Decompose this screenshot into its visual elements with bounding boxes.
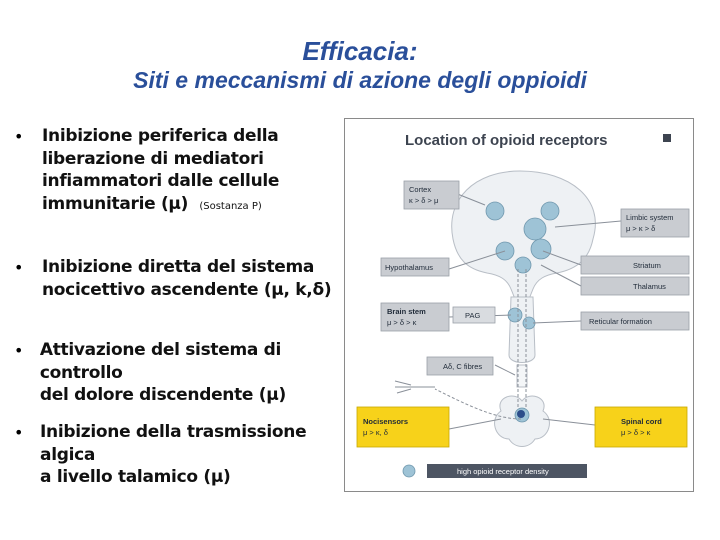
hypothalamus-label: Hypothalamus bbox=[385, 263, 433, 272]
receptor-diagram: Location of opioid receptors bbox=[356, 132, 690, 478]
bullet-item: • Inibizione della trasmissione algica a… bbox=[14, 421, 344, 489]
bullet-text: Inibizione diretta del sistema nocicetti… bbox=[42, 257, 332, 300]
bullet-item: • Inibizione periferica della liberazion… bbox=[14, 125, 344, 218]
bullet-item: • Attivazione del sistema di controllo d… bbox=[14, 339, 344, 407]
thalamus-label: Thalamus bbox=[633, 282, 666, 291]
title-line-2: Siti e meccanismi di azione degli oppioi… bbox=[133, 67, 587, 93]
figure-title: Location of opioid receptors bbox=[405, 132, 608, 149]
cortex-box bbox=[403, 180, 460, 210]
gray-label-boxes bbox=[380, 180, 690, 376]
spinal-cord-box bbox=[594, 406, 688, 448]
brainstem-box bbox=[380, 302, 450, 332]
fibres-box bbox=[426, 356, 494, 376]
limbic-label: Limbic system bbox=[626, 213, 674, 222]
bullet-note: (Sostanza P) bbox=[199, 200, 262, 212]
bullet-dot-icon: • bbox=[14, 423, 24, 442]
brain-outline bbox=[451, 170, 596, 300]
brainstem-label: Brain stem bbox=[387, 307, 426, 316]
opioid-receptor-figure: Location of opioid receptors bbox=[344, 118, 694, 492]
thalamus-box bbox=[580, 276, 690, 296]
bullet-dot-icon: • bbox=[14, 341, 24, 360]
spinal-cord-sub-label: μ > δ > κ bbox=[621, 428, 651, 437]
striatum-box bbox=[580, 255, 690, 275]
bullet-text: Inibizione periferica della liberazione … bbox=[42, 126, 280, 214]
reticular-label: Reticular formation bbox=[589, 317, 652, 326]
nocisensors-sub-label: μ > κ, δ bbox=[363, 428, 388, 437]
receptor-blob bbox=[485, 201, 505, 221]
connector-lines bbox=[394, 192, 622, 430]
pathway-lines bbox=[434, 269, 527, 420]
brainstem-shape bbox=[508, 296, 536, 363]
legend-dot bbox=[402, 464, 416, 478]
receptor-blob bbox=[523, 217, 547, 241]
pag-label: PAG bbox=[465, 311, 480, 320]
nocisensors-label: Nocisensors bbox=[363, 417, 408, 426]
receptor-blob bbox=[540, 201, 560, 221]
nocisensors-box bbox=[356, 406, 450, 448]
cortex-sub-label: κ > δ > μ bbox=[409, 196, 438, 205]
receptor-blob bbox=[530, 238, 552, 260]
reticular-box bbox=[580, 311, 690, 331]
receptor-blob bbox=[514, 256, 532, 274]
title-line-1: Efficacia: bbox=[302, 36, 418, 66]
bullet-item: • Inibizione diretta del sistema nocicet… bbox=[14, 256, 344, 301]
spinal-receptor-core bbox=[517, 410, 525, 418]
bullet-text: Inibizione della trasmissione algica a l… bbox=[40, 422, 307, 487]
legend-bar bbox=[427, 464, 587, 478]
limbic-sub-label: μ > κ > δ bbox=[626, 224, 655, 233]
slide-title: Efficacia: Siti e meccanismi di azione d… bbox=[0, 36, 720, 94]
pag-box bbox=[452, 306, 496, 324]
limbic-box bbox=[620, 208, 690, 238]
legend-label: high opioid receptor density bbox=[457, 467, 549, 476]
fibres-label: Aδ, C fibres bbox=[443, 362, 482, 371]
hypothalamus-box bbox=[380, 257, 450, 277]
striatum-label: Striatum bbox=[633, 261, 661, 270]
spinal-cord-label: Spinal cord bbox=[621, 417, 662, 426]
bullet-dot-icon: • bbox=[14, 127, 24, 146]
cortex-label: Cortex bbox=[409, 185, 431, 194]
cord-segment bbox=[516, 364, 528, 388]
bullet-text: Attivazione del sistema di controllo del… bbox=[39, 340, 286, 405]
brainstem-sub-label: μ > δ > κ bbox=[387, 318, 417, 327]
bullet-dot-icon: • bbox=[14, 258, 24, 277]
title-square-icon bbox=[663, 134, 671, 142]
